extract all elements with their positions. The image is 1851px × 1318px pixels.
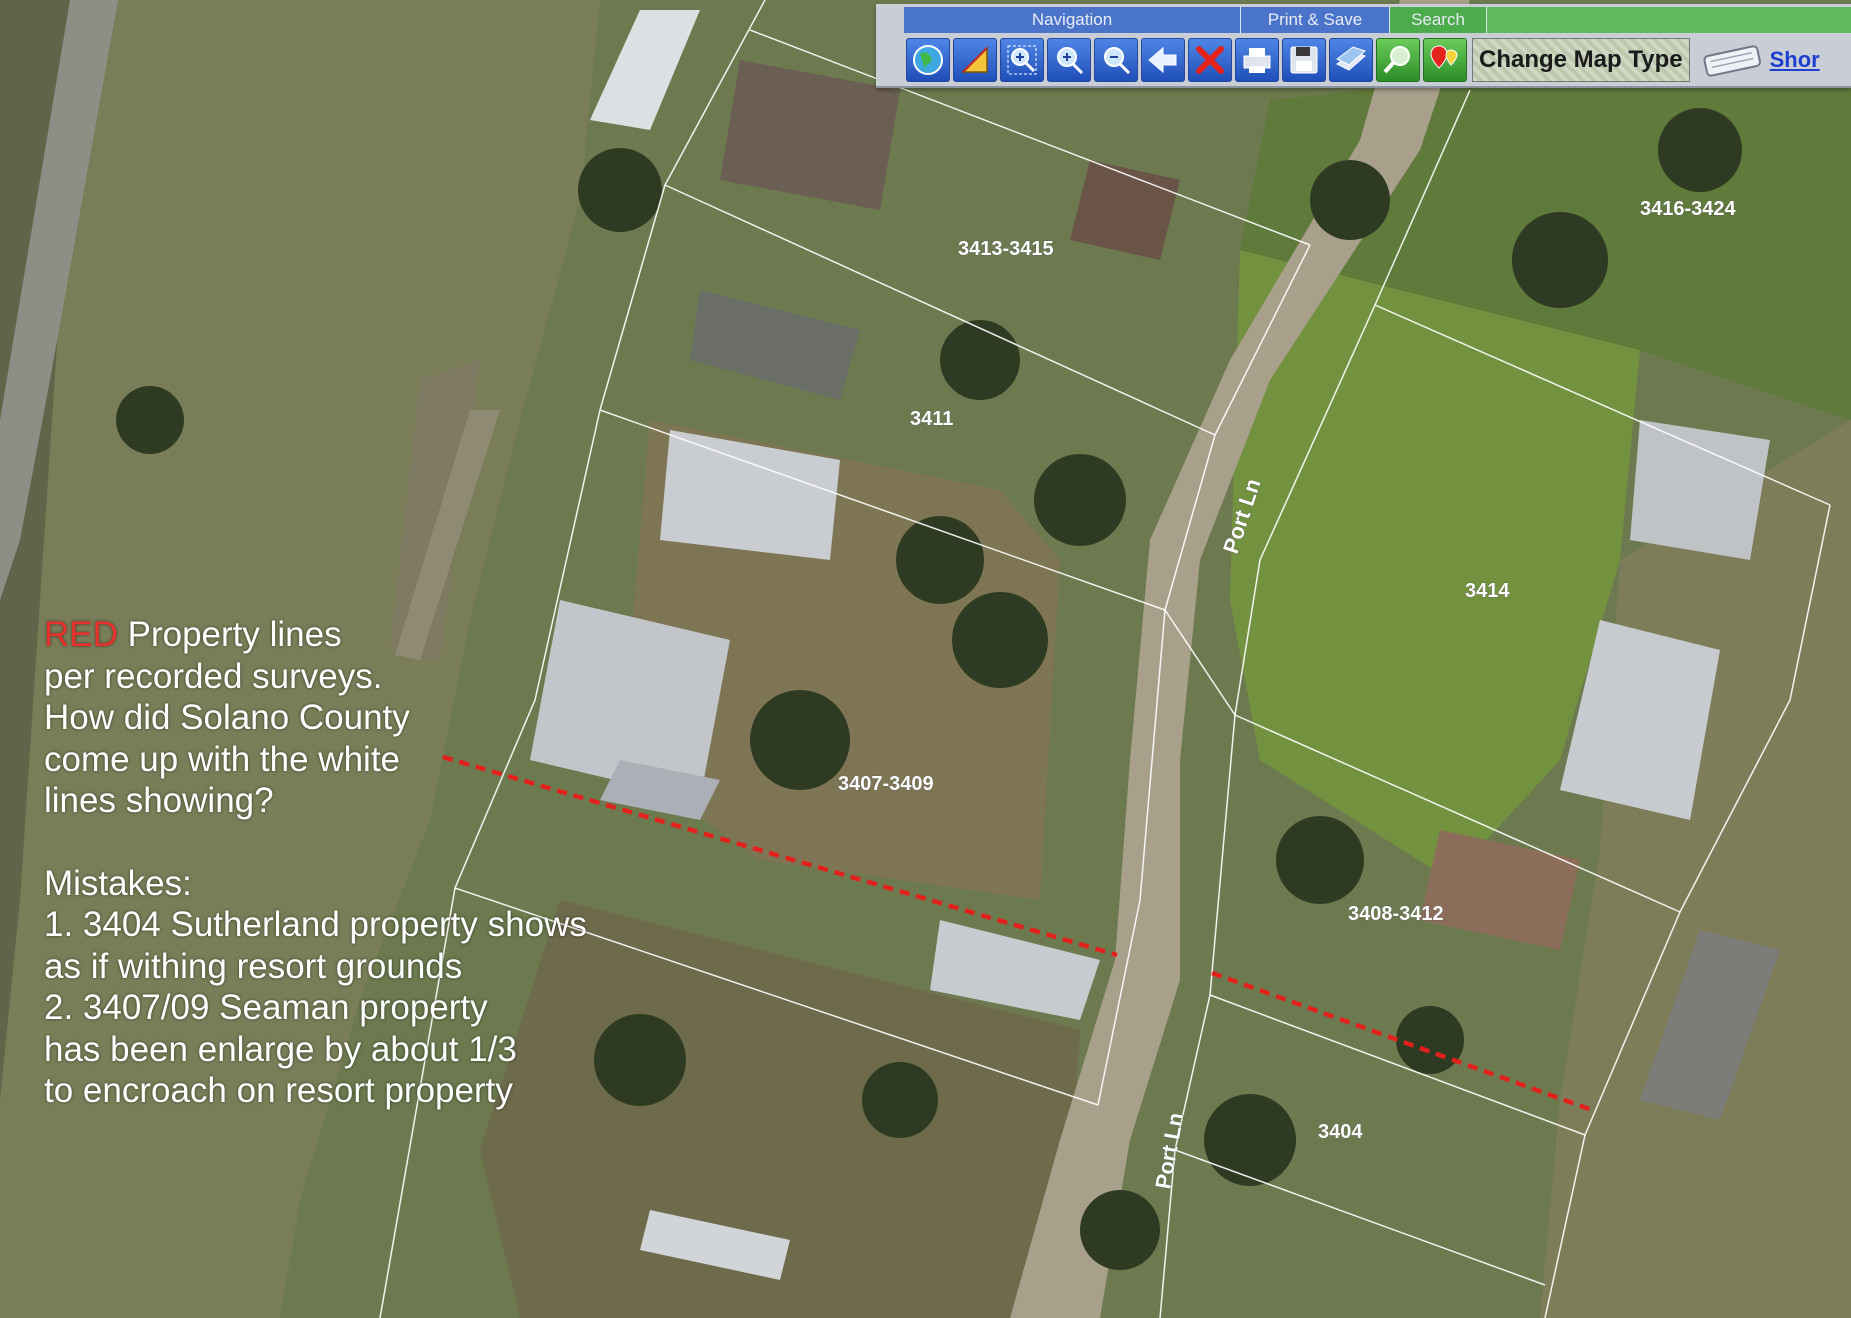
tab-print-save[interactable]: Print & Save (1241, 7, 1390, 33)
tab-navigation[interactable]: Navigation (904, 7, 1241, 33)
print-icon (1243, 48, 1271, 73)
layers-icon (1336, 46, 1366, 71)
annotation-line: RED Property lines (44, 614, 664, 656)
change-map-type-button[interactable]: Change Map Type (1472, 38, 1690, 82)
mistakes-title: Mistakes: (44, 863, 192, 903)
parcel-label: 3414 (1465, 580, 1510, 602)
zoom-out-button[interactable] (1094, 38, 1138, 82)
save-icon (1290, 46, 1318, 74)
annotation-line: How did Solano County (44, 698, 410, 737)
parcel-label: 3407-3409 (838, 773, 934, 795)
clear-button[interactable] (1188, 38, 1232, 82)
survey-property-lines (442, 754, 1593, 1113)
save-button[interactable] (1282, 38, 1326, 82)
mistake-line: to encroach on resort property (44, 1071, 513, 1110)
red-label: RED (44, 615, 118, 654)
zoom-in-icon (1057, 47, 1084, 75)
mistake-line: as if withing resort grounds (44, 946, 463, 986)
tab-search[interactable]: Search (1390, 7, 1487, 33)
annotation-line: come up with the white (44, 739, 401, 779)
pin-search-icon (1430, 45, 1458, 69)
mistake-line: 1. 3404 Sutherland property shows (44, 905, 587, 944)
zoom-box-button[interactable] (1000, 38, 1044, 82)
toolbar-header-fill (1487, 7, 1851, 33)
parcel-label: 3413-3415 (958, 238, 1054, 260)
keyboard-button[interactable] (1700, 39, 1764, 81)
pin-search-button[interactable] (1423, 38, 1467, 82)
short-link[interactable]: Shor (1769, 47, 1820, 72)
back-arrow-icon (1148, 46, 1177, 74)
measure-icon (961, 46, 988, 73)
county-parcel-lines (379, 0, 1831, 1318)
annotation-text: RED Property lines per recorded surveys.… (44, 614, 664, 1112)
zoom-box-icon (1007, 45, 1037, 75)
measure-button[interactable] (953, 38, 997, 82)
parcel-label: 3408-3412 (1348, 903, 1444, 925)
parcel-label: 3404 (1318, 1121, 1363, 1143)
dock (395, 410, 500, 660)
zoom-out-icon (1104, 47, 1131, 75)
search-button[interactable] (1376, 38, 1420, 82)
annotation-line: lines showing? (44, 781, 274, 820)
parcel-label: 3416-3424 (1640, 198, 1737, 220)
keyboard-icon (1703, 45, 1761, 77)
clear-icon (1196, 46, 1224, 74)
globe-button[interactable] (906, 38, 950, 82)
layers-button[interactable] (1329, 38, 1373, 82)
back-button[interactable] (1141, 38, 1185, 82)
zoom-in-button[interactable] (1047, 38, 1091, 82)
map-toolbar: Navigation Print & Save Search (876, 4, 1851, 88)
globe-icon (913, 45, 943, 75)
print-button[interactable] (1235, 38, 1279, 82)
spacer (44, 822, 664, 863)
parcel-label: 3411 (910, 408, 953, 430)
toolbar-headers: Navigation Print & Save Search (904, 7, 1851, 33)
search-icon (1383, 46, 1410, 74)
toolbar-buttons: Change Map Type Shor (906, 36, 1851, 84)
mistake-line: 2. 3407/09 Seaman property (44, 988, 488, 1027)
annotation-line: per recorded surveys. (44, 656, 383, 696)
mistake-line: has been enlarge by about 1/3 (44, 1029, 517, 1069)
annotation-line-rest: Property lines (117, 615, 342, 654)
